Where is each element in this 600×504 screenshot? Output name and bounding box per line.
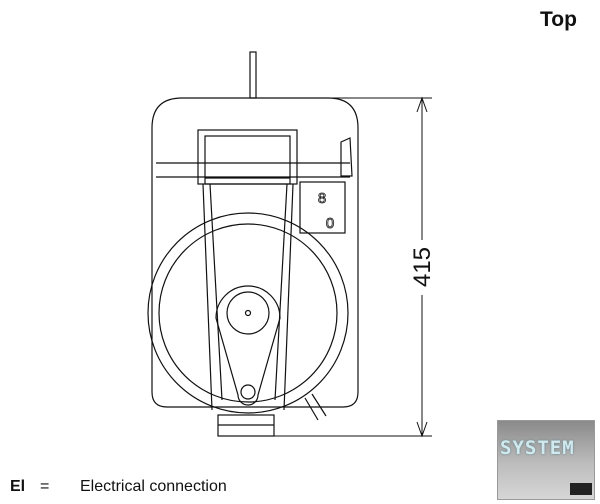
- badge-plate: [299, 181, 346, 234]
- hub: [226, 291, 270, 335]
- view-title: Top: [540, 8, 577, 31]
- side-latch: [340, 137, 353, 177]
- lever-arm: [215, 285, 281, 406]
- logo-tag: [570, 483, 592, 495]
- frame-arms: [202, 183, 294, 411]
- plate-mark-2: 0: [326, 215, 334, 232]
- system-logo: SYSTEM: [497, 420, 595, 500]
- logo-text: SYSTEM: [500, 437, 575, 459]
- outlet-pipe: [304, 393, 327, 421]
- drum-outer: [147, 212, 349, 414]
- dimension-label: 415: [409, 247, 436, 287]
- legend-description: Electrical connection: [80, 478, 227, 495]
- drum-inner: [158, 223, 338, 403]
- body-outline: [151, 97, 359, 408]
- dimension-415: [274, 96, 432, 438]
- legend: El = Electrical connection: [10, 478, 227, 496]
- legend-abbr: El: [10, 478, 26, 495]
- vent-rod: [249, 51, 257, 99]
- hub-dot: [244, 309, 252, 317]
- legend-equals: =: [40, 478, 50, 495]
- frame-top: [197, 129, 298, 185]
- pivot: [240, 384, 256, 400]
- plate-mark-1: 8: [318, 190, 326, 207]
- appliance-outline: [147, 51, 359, 437]
